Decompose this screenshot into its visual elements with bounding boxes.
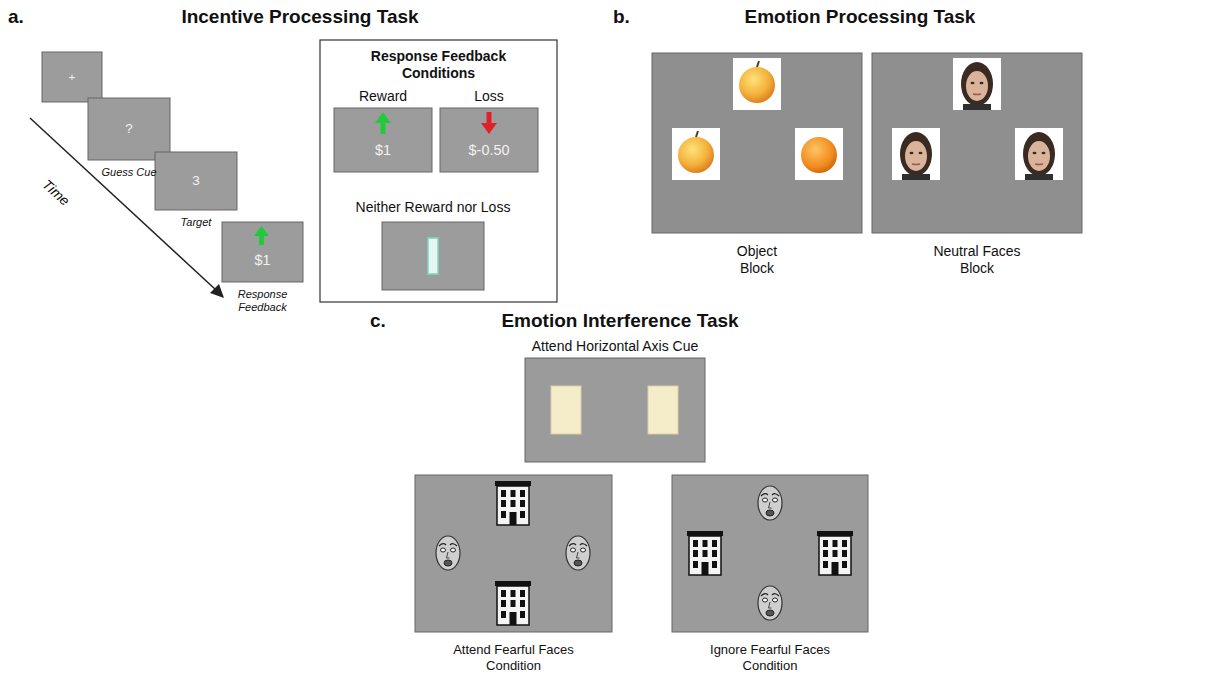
screen-loss: Loss$-0.50 [440, 108, 538, 172]
screen-fixation: + [42, 52, 102, 102]
condition-caption: Attend Fearful Faces Condition [449, 642, 579, 673]
axis-cue [648, 386, 678, 434]
screen-symbol: ? [88, 121, 170, 137]
screen [42, 52, 102, 102]
screen [652, 53, 862, 233]
fearful-face [436, 536, 460, 570]
green-arrow [259, 235, 264, 245]
image-frame [733, 58, 781, 110]
panel-letter: b. [613, 6, 630, 29]
cue-heading: Attend Horizontal Axis Cue [495, 338, 735, 355]
house [495, 581, 531, 625]
screen-number: 3 [155, 173, 237, 189]
orange [801, 137, 837, 173]
green-arrow [381, 122, 386, 134]
red-arrow [481, 123, 497, 134]
screen [155, 152, 237, 210]
conditions-frame [320, 40, 557, 302]
screen-axis-cue: Attend Horizontal Axis Cue [525, 358, 705, 462]
red-arrow [487, 112, 492, 124]
block-caption: Neutral Faces Block [927, 243, 1027, 277]
screen-target: 3Target [155, 152, 237, 210]
fearful-face [758, 586, 782, 620]
screen-amount: $1 [222, 252, 303, 269]
screen-symbol: + [42, 70, 102, 84]
block-caption: Object Block [722, 243, 792, 277]
screen-faces-block: Neutral Faces Block [872, 53, 1082, 233]
step-caption: Response Feedback [228, 288, 298, 314]
screen [382, 222, 484, 290]
arrow-head [210, 284, 224, 298]
step-caption: Target [156, 216, 236, 229]
condition-heading: Loss [434, 88, 544, 105]
time-label: Time [39, 176, 73, 209]
screen [334, 108, 432, 172]
screen-amount: $-0.50 [440, 142, 538, 159]
fearful-face [758, 486, 782, 520]
box-heading: Response Feedback Conditions [359, 48, 519, 82]
stem [757, 61, 759, 67]
house [817, 531, 853, 575]
fearful-face [566, 536, 590, 570]
screen [222, 222, 303, 282]
conditions-box: Response Feedback ConditionsReward$1Loss… [320, 40, 557, 302]
screen [672, 475, 868, 632]
screen [525, 358, 705, 462]
panel-letter: c. [370, 310, 386, 333]
panel-title: Emotion Processing Task [680, 6, 1040, 29]
screen-cue: ?Guess Cue [88, 98, 170, 160]
screen-feedback: $1Response Feedback [222, 222, 303, 282]
condition-heading: Reward [328, 88, 438, 105]
neutral-bar [428, 238, 438, 274]
screen-neutral: Neither Reward nor Loss [382, 222, 484, 290]
panel-letter: a. [8, 6, 24, 29]
screen-reward: Reward$1 [334, 108, 432, 172]
green-arrow [375, 112, 391, 123]
screen [440, 108, 538, 172]
panel-title: Emotion Interference Task [440, 310, 800, 333]
condition-caption: Ignore Fearful Faces Condition [705, 642, 835, 673]
apple [678, 137, 714, 173]
image-frame [672, 128, 720, 180]
screen-amount: $1 [334, 142, 432, 159]
neutral-face [953, 58, 1001, 110]
condition-heading: Neither Reward nor Loss [333, 199, 533, 216]
screen [88, 98, 170, 160]
screen [415, 475, 612, 632]
screen-ignore: Ignore Fearful Faces Condition [672, 475, 868, 632]
neutral-face [1015, 128, 1063, 180]
step-caption: Guess Cue [89, 166, 169, 179]
house [495, 481, 531, 525]
stem [696, 131, 698, 137]
green-arrow [254, 226, 269, 236]
panel-title: Incentive Processing Task [120, 6, 480, 29]
axis-cue [551, 386, 581, 434]
image-frame [795, 128, 843, 180]
screen-attend: Attend Fearful Faces Condition [415, 475, 612, 632]
house [687, 531, 723, 575]
screen-object-block: Object Block [652, 53, 862, 233]
neutral-face [892, 128, 940, 180]
screen [872, 53, 1082, 233]
apple [739, 67, 775, 103]
